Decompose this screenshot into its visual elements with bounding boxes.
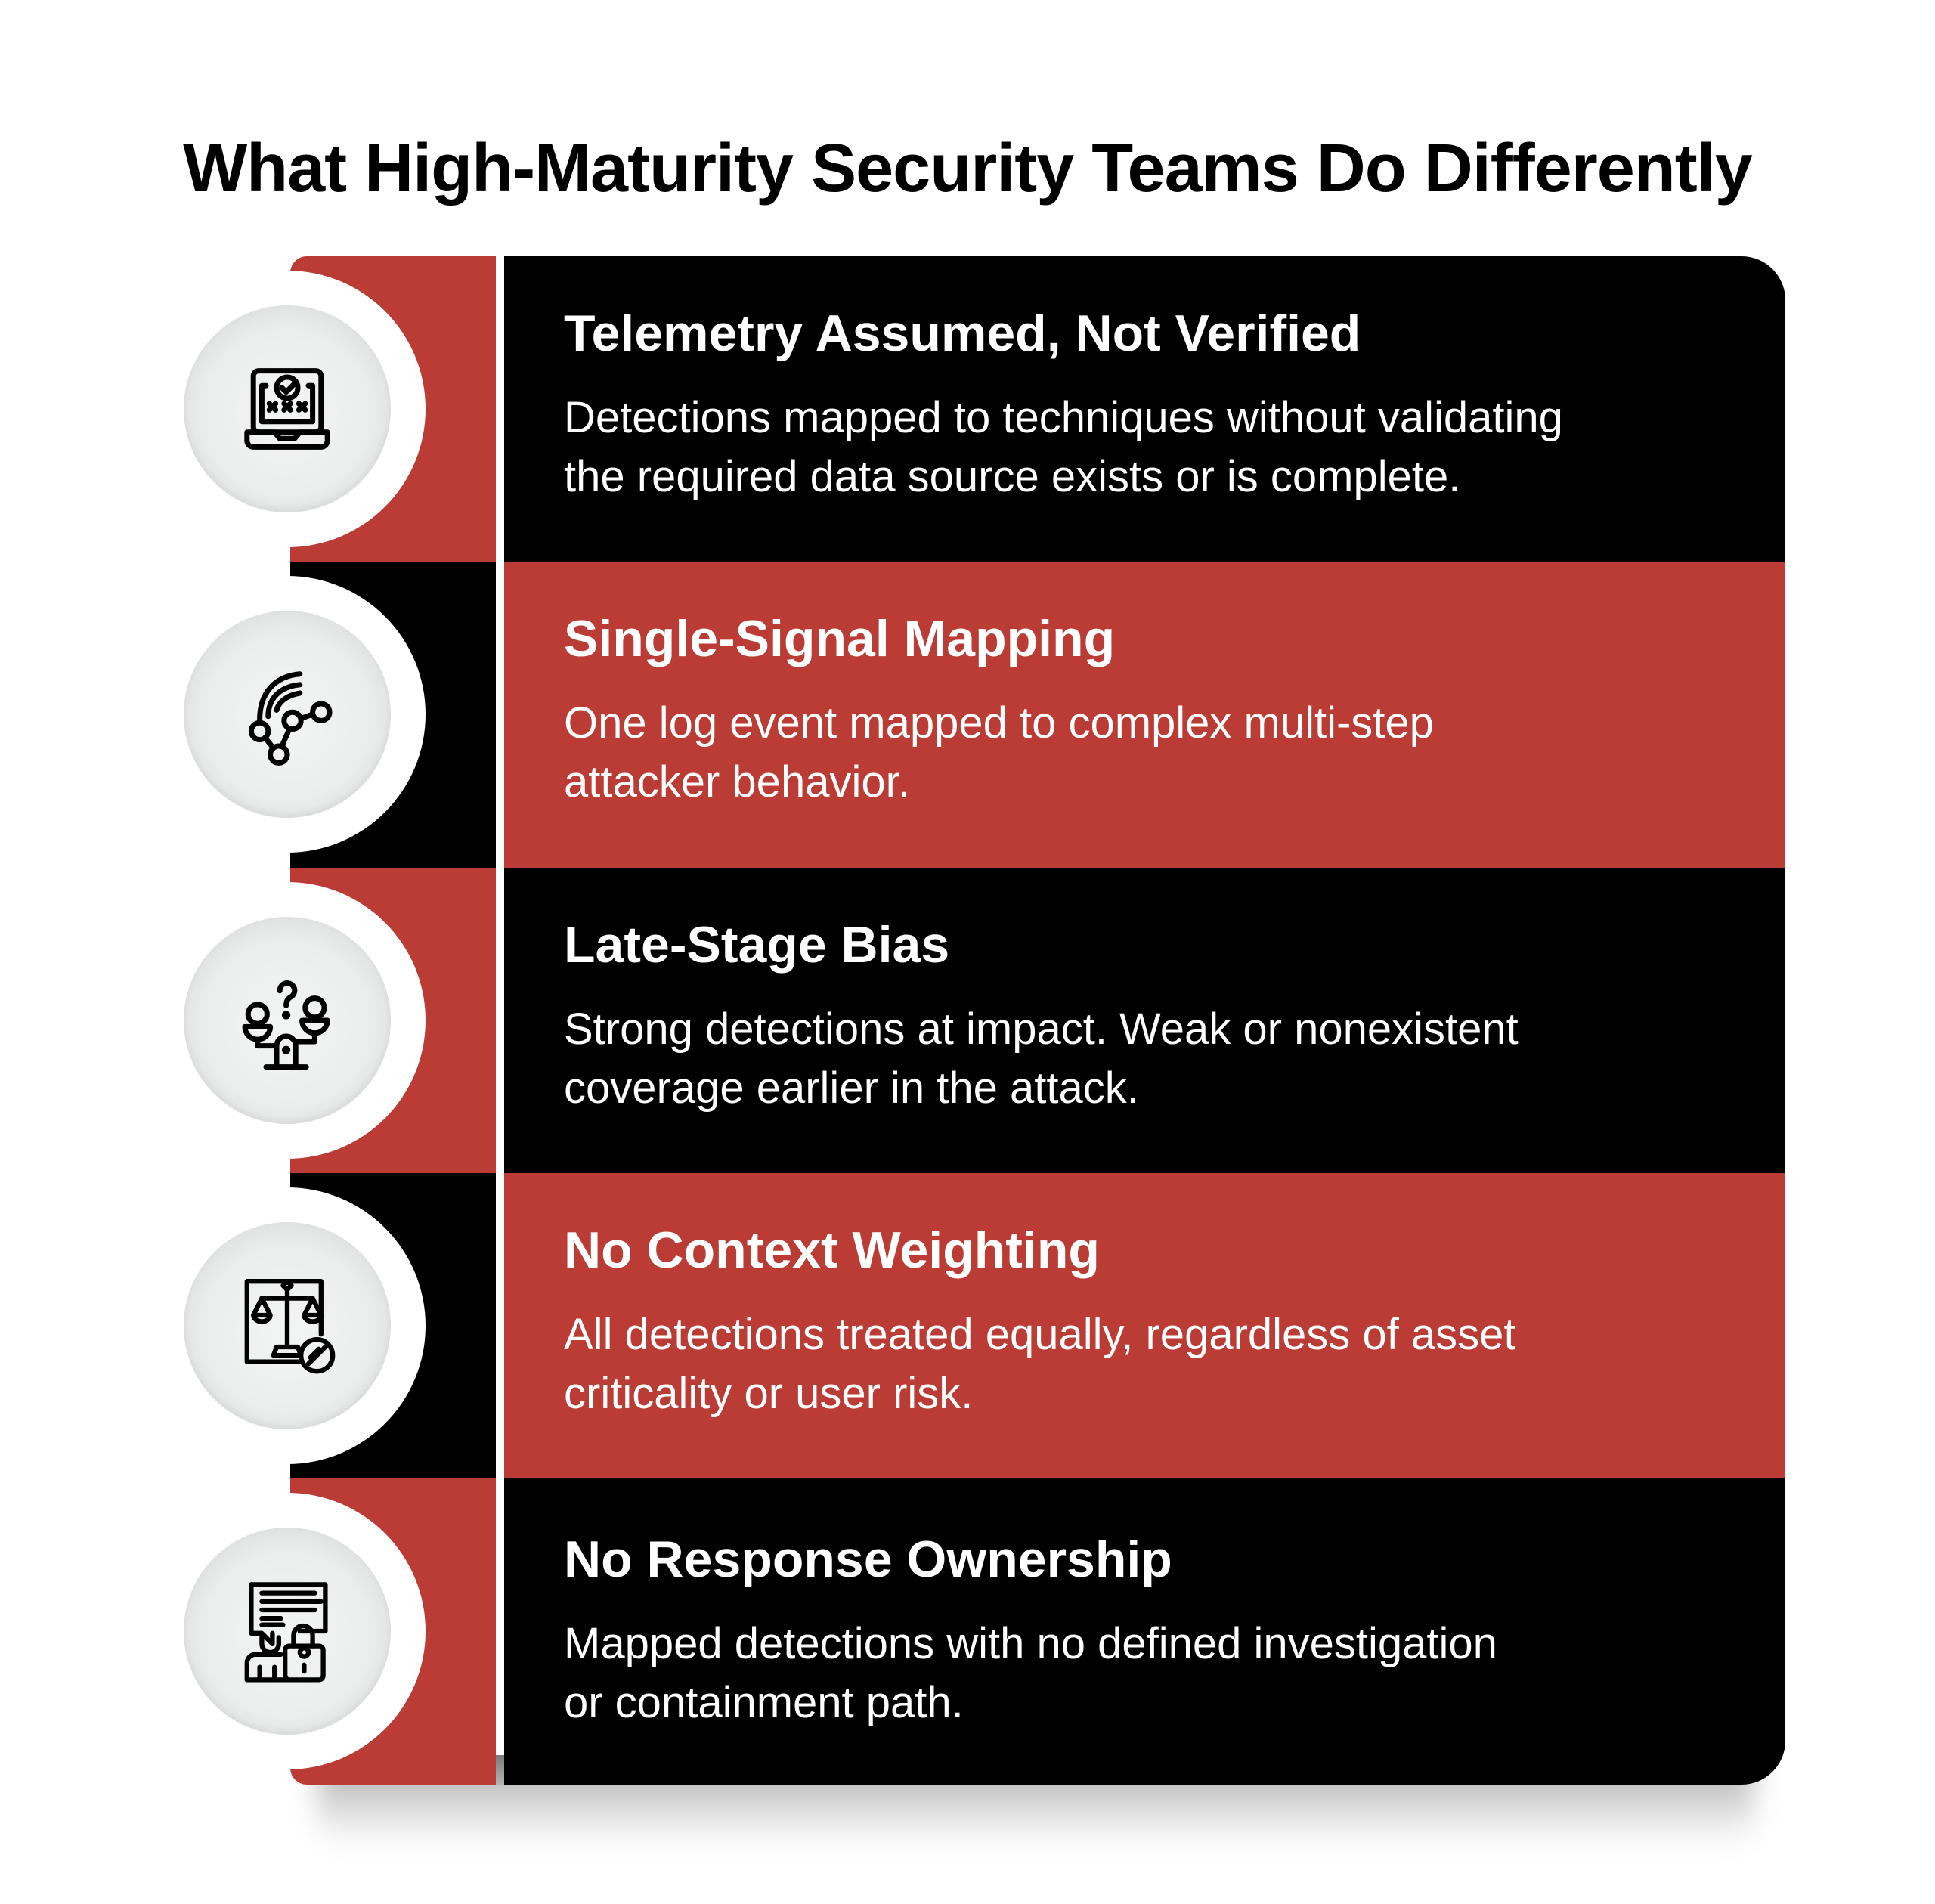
item-title: No Context Weighting (564, 1221, 1100, 1279)
divider-shadow (496, 1755, 504, 1785)
item-description-line: Mapped detections with no defined invest… (564, 1619, 1497, 1668)
icon-bubble-3 (184, 917, 391, 1124)
item-description: All detections treated equally, regardle… (564, 1305, 1660, 1423)
item-row-3: Late-Stage Bias Strong detections at imp… (504, 868, 1785, 1173)
item-description: Mapped detections with no defined invest… (564, 1615, 1660, 1732)
item-description: Strong detections at impact. Weak or non… (564, 1000, 1660, 1118)
icon-bubble-1 (184, 305, 391, 512)
item-row-4: No Context Weighting All detections trea… (504, 1173, 1785, 1478)
page-title: What High-Maturity Security Teams Do Dif… (183, 131, 1753, 207)
icon-bubble-5 (184, 1528, 391, 1735)
item-description-line: One log event mapped to complex multi-st… (564, 698, 1434, 748)
laptop-verification-icon (244, 368, 330, 450)
item-row-5: No Response Ownership Mapped detections … (504, 1478, 1785, 1785)
icon-bubble-2 (184, 611, 391, 818)
item-title: Telemetry Assumed, Not Verified (564, 305, 1361, 362)
balance-question-icon (242, 980, 330, 1070)
item-title: No Response Ownership (564, 1531, 1172, 1588)
item-description: Detections mapped to techniques without … (564, 389, 1660, 506)
item-description-line: or containment path. (564, 1678, 964, 1727)
items-panel: Telemetry Assumed, Not Verified Detectio… (504, 256, 1785, 1785)
person-message-lock-icon (244, 1582, 328, 1683)
item-description-line: Strong detections at impact. Weak or non… (564, 1005, 1519, 1054)
item-description-line: the required data source exists or is co… (564, 452, 1461, 501)
item-description-line: criticality or user risk. (564, 1369, 974, 1418)
scale-document-prohibited-icon (244, 1279, 336, 1374)
item-row-1: Telemetry Assumed, Not Verified Detectio… (504, 256, 1785, 562)
item-description-line: All detections treated equally, regardle… (564, 1310, 1516, 1359)
item-title: Single-Signal Mapping (564, 610, 1116, 667)
item-title: Late-Stage Bias (564, 916, 950, 974)
signal-network-nodes-icon (248, 671, 333, 766)
item-description: One log event mapped to complex multi-st… (564, 694, 1660, 812)
item-description-line: coverage earlier in the attack. (564, 1063, 1139, 1113)
item-description-line: Detections mapped to techniques without … (564, 393, 1563, 442)
icon-bubble-4 (184, 1222, 391, 1429)
item-row-2: Single-Signal Mapping One log event mapp… (504, 562, 1785, 868)
item-description-line: attacker behavior. (564, 757, 910, 806)
vertical-divider (496, 256, 504, 1755)
